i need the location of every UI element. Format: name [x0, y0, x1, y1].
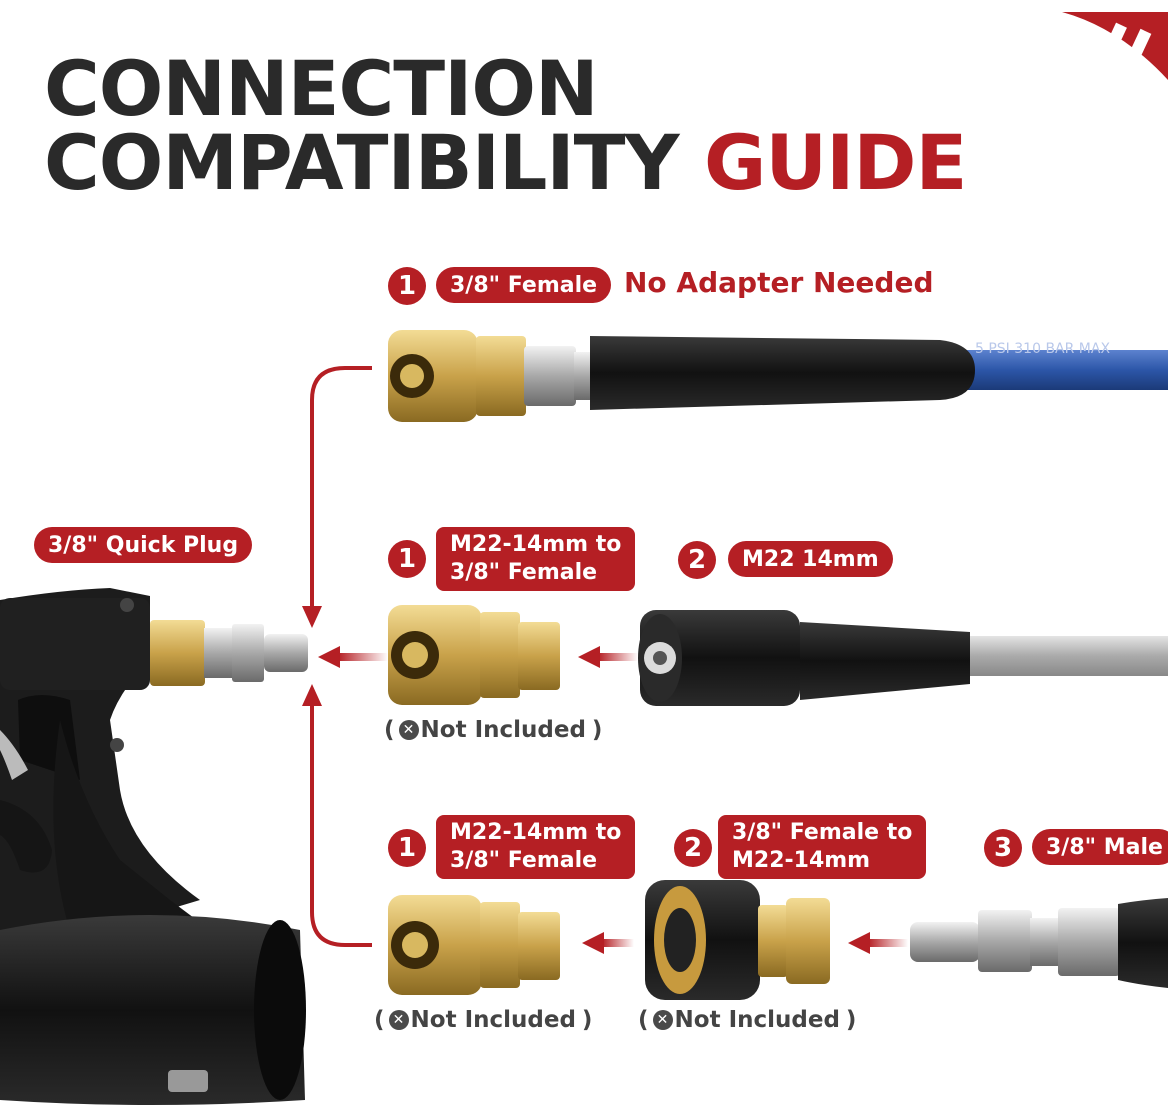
row3-step2-label: 3/8" Female to M22-14mm	[718, 815, 927, 879]
row3-step2-line2: M22-14mm	[732, 848, 871, 873]
row3-step1-number: 1	[388, 829, 426, 867]
title-line-1: CONNECTION	[44, 44, 599, 133]
arrow-shafts	[338, 653, 908, 947]
row3-step3-number: 3	[984, 829, 1022, 867]
title-line-2: COMPATIBILITY GUIDE	[44, 125, 967, 201]
row3-step2-number: 2	[674, 829, 712, 867]
corner-logo	[1062, 12, 1168, 80]
row1-note: No Adapter Needed	[624, 266, 934, 299]
not-included-text: Not Included	[674, 1007, 840, 1033]
paren-open: (	[374, 1007, 385, 1033]
x-circle-icon: ✕	[652, 1010, 673, 1030]
connector-arrows	[310, 366, 372, 947]
x-circle-icon: ✕	[398, 720, 419, 740]
row2-step1-label: M22-14mm to 3/8" Female	[436, 527, 636, 591]
paren-close: )	[591, 717, 603, 743]
row3-not-included-1: (✕Not Included)	[374, 1007, 592, 1033]
row2-step2-label: M22 14mm	[728, 541, 893, 577]
paren-close: )	[581, 1007, 593, 1033]
not-included-text: Not Included	[410, 1007, 576, 1033]
arrow-heads	[302, 606, 870, 954]
row3-not-included-2: (✕Not Included)	[638, 1007, 856, 1033]
paren-open: (	[384, 717, 395, 743]
row2-step1-line1: M22-14mm to	[450, 532, 622, 557]
row3-male-plug	[910, 898, 1168, 988]
not-included-text: Not Included	[420, 717, 586, 743]
row3-step1-line1: M22-14mm to	[450, 820, 622, 845]
row2-adapter	[388, 605, 560, 705]
row3-step2-line1: 3/8" Female to	[732, 820, 913, 845]
row3-step3-label: 3/8" Male	[1032, 829, 1168, 865]
row1-label: 3/8" Female	[436, 267, 612, 303]
paren-open: (	[638, 1007, 649, 1033]
quick-plug-label: 3/8" Quick Plug	[34, 527, 253, 563]
row2-step1-number: 1	[388, 540, 426, 578]
row3-adapter	[388, 895, 560, 995]
page-title: CONNECTION COMPATIBILITY GUIDE	[44, 44, 967, 201]
row3-step1-line2: 3/8" Female	[450, 848, 598, 873]
title-line-2-dark: COMPATIBILITY	[44, 118, 680, 207]
quick-plug-fitting	[150, 620, 308, 686]
row1-step-number: 1	[388, 267, 426, 305]
row2-step2-number: 2	[678, 541, 716, 579]
row3-m22-adapter	[645, 880, 830, 1000]
x-circle-icon: ✕	[388, 1010, 409, 1030]
row3-step1-label: M22-14mm to 3/8" Female	[436, 815, 636, 879]
title-accent: GUIDE	[704, 118, 967, 207]
row1-hose	[590, 336, 1168, 410]
row2-step1-line2: 3/8" Female	[450, 560, 598, 585]
row2-not-included: (✕Not Included)	[384, 717, 602, 743]
paren-close: )	[845, 1007, 857, 1033]
row2-m22-hose	[638, 610, 1168, 706]
hose-print: 5 PSI 310 BAR MAX	[975, 341, 1111, 357]
spray-gun	[0, 588, 306, 1105]
row1-coupler	[388, 330, 604, 422]
